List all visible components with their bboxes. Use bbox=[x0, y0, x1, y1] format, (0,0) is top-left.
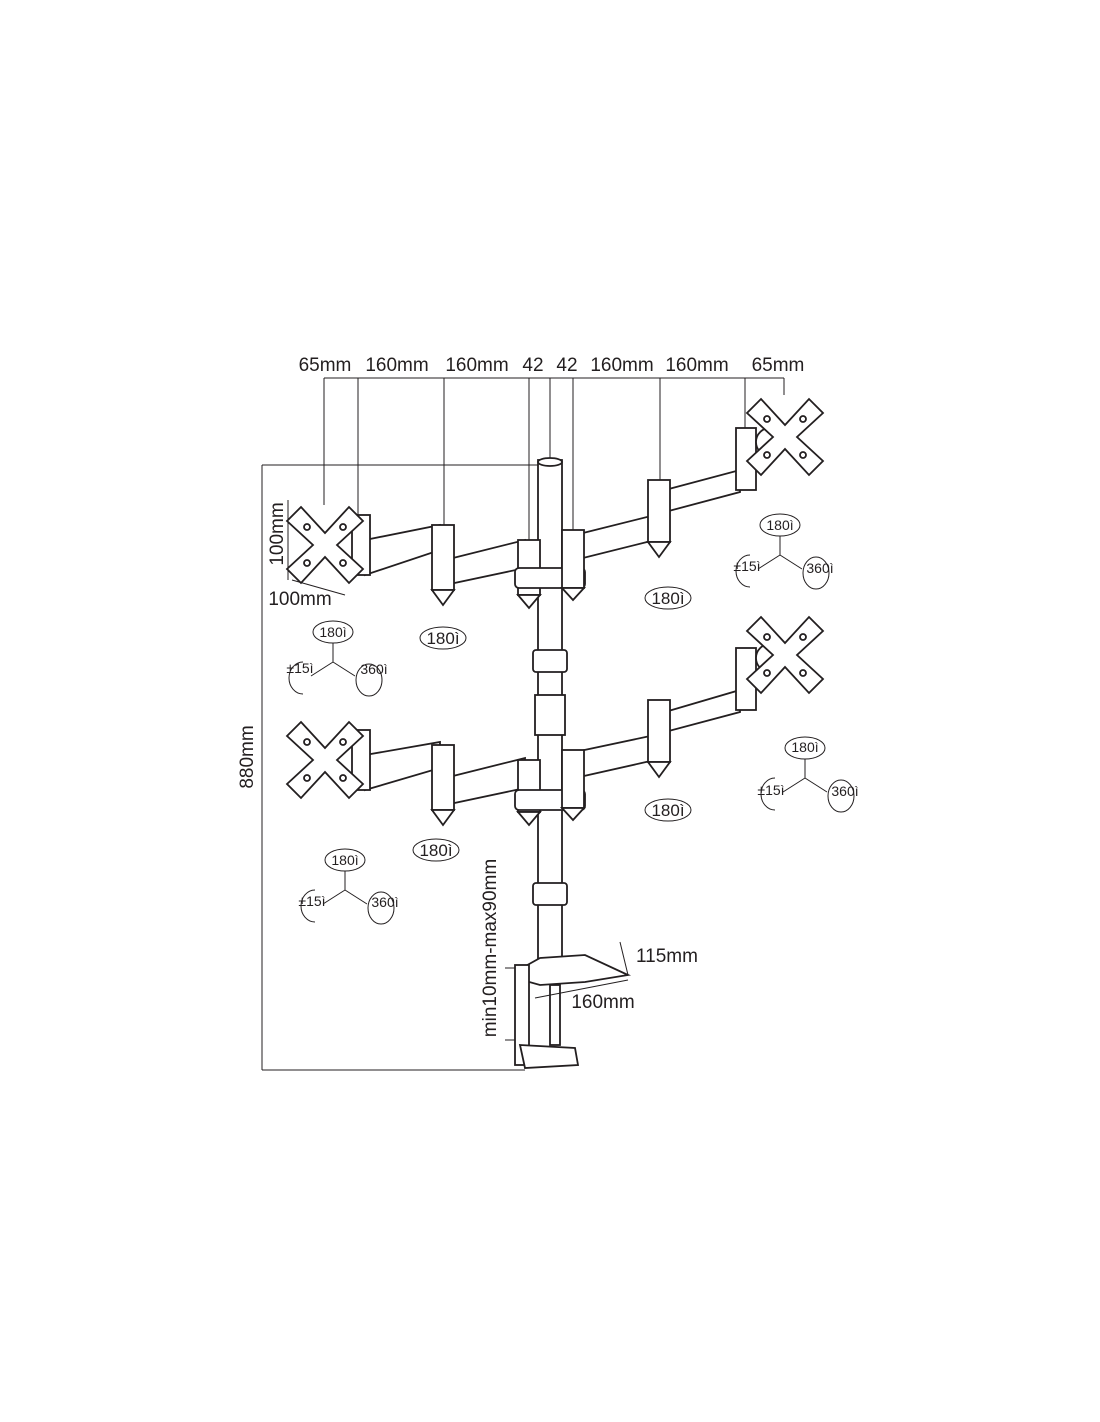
spin-label-lower-right: 360ì bbox=[831, 783, 858, 799]
swivel-label-upper-right: ±15ì bbox=[733, 558, 760, 574]
tilt-label-lower-left: 180ì bbox=[331, 852, 358, 868]
base-clamp bbox=[505, 941, 632, 1069]
spin-label-upper-right: 360ì bbox=[806, 560, 833, 576]
arm-rotation-label-4: 180ì bbox=[651, 801, 684, 820]
height-dimension bbox=[261, 464, 545, 1071]
arm-rotation-label-2: 180ì bbox=[651, 589, 684, 608]
arm-lower-left bbox=[351, 729, 586, 827]
dim-160mm-2: 160mm bbox=[445, 355, 508, 376]
dim-65mm-left: 65mm bbox=[299, 355, 352, 376]
swivel-label-lower-right: ±15ì bbox=[757, 782, 784, 798]
dim-42-left: 42 bbox=[522, 355, 543, 376]
arm-lower-right bbox=[559, 643, 785, 822]
dim-base-depth: 115mm bbox=[636, 946, 698, 967]
dim-160mm-4: 160mm bbox=[665, 355, 728, 376]
arm-rotation-label-1: 180ì bbox=[426, 629, 459, 648]
center-pole bbox=[532, 457, 568, 971]
swivel-label-lower-left: ±15ì bbox=[298, 893, 325, 909]
dim-vesa-width: 100mm bbox=[268, 589, 331, 610]
top-dimension-lines bbox=[323, 377, 785, 545]
tilt-label-upper-right: 180ì bbox=[766, 517, 793, 533]
dim-base-width: 160mm bbox=[571, 992, 634, 1013]
tilt-label-upper-left: 180ì bbox=[319, 624, 346, 640]
spin-label-upper-left: 360ì bbox=[360, 661, 387, 677]
dim-vesa-height: 100mm bbox=[267, 502, 288, 565]
dim-42-right: 42 bbox=[556, 355, 577, 376]
spin-label-lower-left: 360ì bbox=[371, 894, 398, 910]
arm-rotation-ovals bbox=[412, 586, 692, 862]
tilt-label-lower-right: 180ì bbox=[791, 739, 818, 755]
dim-65mm-right: 65mm bbox=[752, 355, 805, 376]
arm-upper-right bbox=[559, 427, 785, 602]
dim-total-height: 880mm bbox=[237, 725, 258, 788]
dim-clamp-range: min10mm-max90mm bbox=[480, 859, 501, 1037]
swivel-label-upper-left: ±15ì bbox=[286, 660, 313, 676]
dim-160mm-1: 160mm bbox=[365, 355, 428, 376]
arm-rotation-label-3: 180ì bbox=[419, 841, 452, 860]
dim-160mm-3: 160mm bbox=[590, 355, 653, 376]
vesa-dimension-lines bbox=[287, 500, 346, 596]
